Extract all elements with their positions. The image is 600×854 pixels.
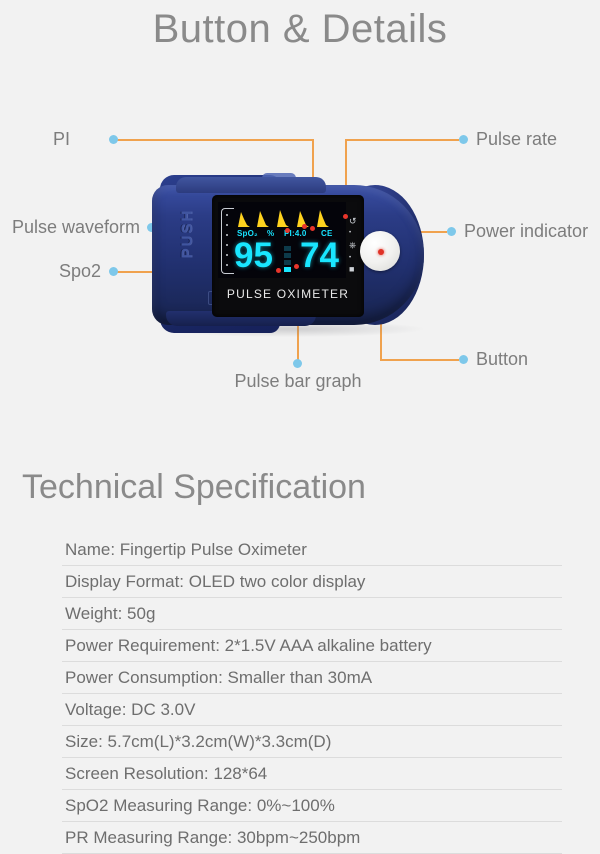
callout-dot-pulse-bar-graph[interactable] xyxy=(293,359,302,368)
callout-label-pulse-bar-graph: Pulse bar graph xyxy=(234,371,362,391)
callout-label-power-indicator: Power indicator xyxy=(464,221,589,241)
spec-row: Power Requirement: 2*1.5V AAA alkaline b… xyxy=(62,630,562,662)
product-diagram: PUSH SpO₂ % PI:4.0 CE xyxy=(0,95,600,415)
power-indicator-led xyxy=(378,249,384,255)
spec-row: Name: Fingertip Pulse Oximeter xyxy=(62,534,562,566)
spec-row: Size: 5.7cm(L)*3.2cm(W)*3.3cm(D) xyxy=(62,726,562,758)
oled-screen: SpO₂ % PI:4.0 CE 95 74 xyxy=(218,202,346,278)
spec-row: Power Consumption: Smaller than 30mA xyxy=(62,662,562,694)
battery-icon: ■ xyxy=(349,264,355,274)
marker-pulse-waveform xyxy=(302,224,307,229)
spec-row: PR Measuring Range: 30bpm~250bpm xyxy=(62,822,562,854)
callout-dot-button[interactable] xyxy=(459,355,468,364)
oled-label-spo2: SpO₂ xyxy=(237,229,258,238)
callout-dot-power-indicator[interactable] xyxy=(447,227,456,236)
leader-line-button-horizontal xyxy=(380,359,459,361)
spec-row: Display Format: OLED two color display xyxy=(62,566,562,598)
device-top-lip xyxy=(176,177,326,193)
spec-row: SpO2 Measuring Range: 0%~100% xyxy=(62,790,562,822)
callout-label-spo2: Spo2 xyxy=(58,261,101,281)
pulse-oximeter-device: PUSH SpO₂ % PI:4.0 CE xyxy=(148,173,432,338)
oled-label-row: SpO₂ % PI:4.0 CE xyxy=(237,229,345,240)
pulse-bar-graph-dots xyxy=(226,214,228,266)
oled-label-ce: CE xyxy=(321,229,333,238)
marker-pulse-bar xyxy=(294,264,299,269)
leader-line-pi-horizontal xyxy=(117,139,313,141)
callout-label-pulse-waveform: Pulse waveform xyxy=(11,217,140,237)
pulse-waveform-graphic xyxy=(236,210,342,227)
marker-spo2 xyxy=(276,268,281,273)
callout-label-pulse-rate: Pulse rate xyxy=(476,129,558,149)
page-title: Button & Details xyxy=(152,7,448,51)
oled-screen-bezel: SpO₂ % PI:4.0 CE 95 74 ↺ • ⎈ • ■ xyxy=(212,195,364,317)
pulse-bar-graph-bracket xyxy=(221,208,234,274)
oled-label-percent: % xyxy=(267,229,275,238)
callout-dot-pulse-rate[interactable] xyxy=(459,135,468,144)
callout-label-pi: PI xyxy=(52,129,70,149)
leader-line-pulse-rate-horizontal xyxy=(345,139,459,141)
marker-pulse-rate xyxy=(343,214,348,219)
callout-label-button: Button xyxy=(476,349,529,369)
pulse-intensity-bars xyxy=(284,246,291,272)
oled-spo2-value: 95 xyxy=(234,236,273,275)
callout-dot-pi[interactable] xyxy=(109,135,118,144)
callout-dot-spo2[interactable] xyxy=(109,267,118,276)
oled-pulse-rate-value: 74 xyxy=(300,236,339,275)
spec-row: Weight: 50g xyxy=(62,598,562,630)
icon-dot-2: • xyxy=(349,255,352,261)
leader-line-pulse-rate-vertical xyxy=(345,139,347,217)
callout-dot-pulse-waveform[interactable] xyxy=(147,223,156,232)
marker-pi xyxy=(310,226,315,231)
spec-row: Screen Resolution: 128*64 xyxy=(62,758,562,790)
oled-label-pi: PI:4.0 xyxy=(284,229,307,238)
section-title: Technical Specification xyxy=(22,468,366,506)
oled-status-icons: ↺ • ⎈ • ■ xyxy=(348,217,362,277)
power-icon: ⎈ xyxy=(349,240,357,250)
device-push-label: PUSH xyxy=(178,208,196,259)
refresh-icon: ↺ xyxy=(349,216,357,226)
device-brand-label: PULSE OXIMETER xyxy=(226,287,350,301)
technical-specification-list: Name: Fingertip Pulse Oximeter Display F… xyxy=(62,534,562,854)
marker-power-indicator xyxy=(285,228,290,233)
icon-dot-1: • xyxy=(349,230,352,236)
spec-row: Voltage: DC 3.0V xyxy=(62,694,562,726)
